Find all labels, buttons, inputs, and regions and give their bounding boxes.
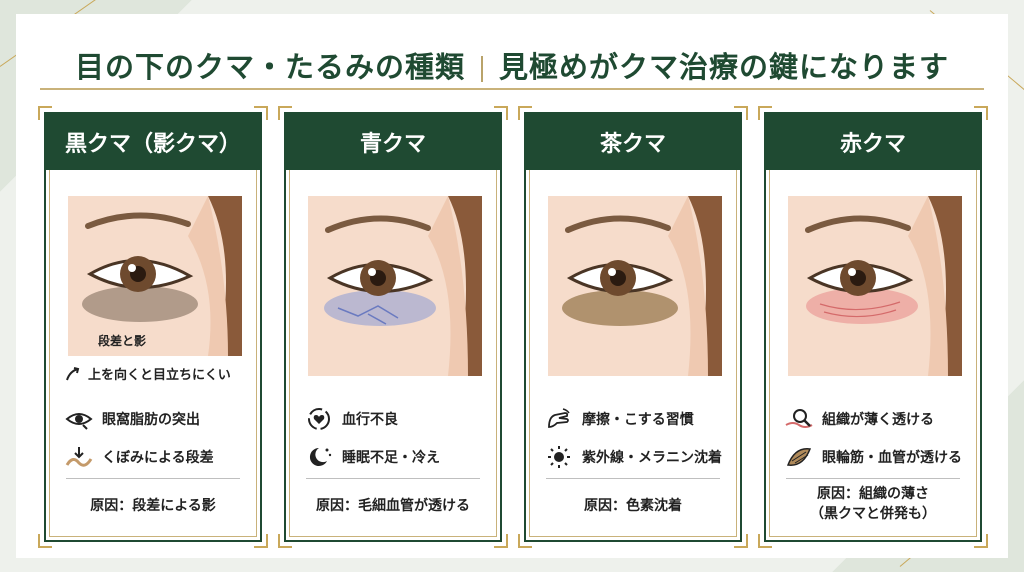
list-item: 眼窩脂肪の突出 [64,400,248,438]
card-corner [254,534,268,548]
card-items: 組織が薄く透ける 眼輪筋・血管が透ける [784,400,968,476]
card-corner [758,534,772,548]
item-label: 睡眠不足・冷え [342,450,440,466]
card-corner [734,534,748,548]
card-header: 茶クマ [526,114,740,170]
list-item: 摩擦・こする習慣 [544,400,728,438]
eye-drawing [788,196,962,376]
card-divider [546,478,720,479]
card-corner [494,534,508,548]
eye-bulge-icon [64,406,94,432]
card-brown-circles: 茶クマ 摩擦・こする習慣 紫外線・メラニン沈着 [518,106,748,548]
card-items: 血行不良 睡眠不足・冷え [304,400,488,476]
eye-drawing [68,196,242,356]
card-divider [66,478,240,479]
card-header: 青クマ [286,114,500,170]
eye-illustration [68,196,242,356]
list-item: 組織が薄く透ける [784,400,968,438]
annotation-step-shadow: 段差と影 [98,334,147,348]
eye-illustration [548,196,722,376]
sub-note: 上を向くと目立ちにくい [64,364,231,383]
list-item: 血行不良 [304,400,488,438]
card-corner [734,106,748,120]
title-right: 見極めがクマ治療の鍵になります [499,50,950,84]
card-header: 黒クマ（影クマ） [46,114,260,170]
item-label: 摩擦・こする習慣 [582,412,694,428]
card-corner [518,534,532,548]
sub-note-text: 上を向くと目立ちにくい [88,368,231,383]
moon-stars-icon [304,444,334,470]
title-separator [481,56,483,82]
card-cause: 原因：組織の薄さ （黒クマと併発も） [772,484,974,524]
list-item: 紫外線・メラニン沈着 [544,438,728,476]
magnifier-skin-icon [784,406,814,432]
card-red-circles: 赤クマ 組織が薄く透ける 眼輪筋・血管が透ける [758,106,988,548]
card-corner [974,106,988,120]
card-corner [974,534,988,548]
eye-drawing [308,196,482,376]
item-label: 紫外線・メラニン沈着 [582,450,722,466]
item-label: 血行不良 [342,412,398,428]
cause-text: 原因：組織の薄さ [817,486,929,502]
card-items: 摩擦・こする習慣 紫外線・メラニン沈着 [544,400,728,476]
card-corner [38,106,52,120]
title-left: 目の下のクマ・たるみの種類 [74,50,465,84]
item-label: 眼輪筋・血管が透ける [822,450,962,466]
sun-icon [544,444,574,470]
card-corner [518,106,532,120]
card-corner [278,106,292,120]
card-blue-circles: 青クマ 血行不良 睡眠不足・冷え [278,106,508,548]
card-corner [758,106,772,120]
item-label: 組織が薄く透ける [822,412,934,428]
card-divider [306,478,480,479]
card-items: 眼窩脂肪の突出 くぼみによる段差 [64,400,248,476]
eye-illustration [308,196,482,376]
card-cause: 原因：毛細血管が透ける [316,498,470,514]
card-corner [278,534,292,548]
card-corner [494,106,508,120]
card-divider [786,478,960,479]
item-label: 眼窩脂肪の突出 [102,412,200,428]
hollow-step-icon [64,444,94,470]
cause-subtext: （黒クマと併発も） [810,506,936,522]
hand-rub-icon [544,406,574,432]
heart-circulation-icon [304,406,334,432]
card-header: 赤クマ [766,114,980,170]
card-cause: 原因：色素沈着 [584,498,682,514]
list-item: 眼輪筋・血管が透ける [784,438,968,476]
item-label: くぼみによる段差 [102,450,214,466]
arrow-up-icon [66,366,80,380]
eye-illustration [788,196,962,376]
card-black-circles: 黒クマ（影クマ） 段差と影 上を向くと目立ちにくい 眼窩脂肪の突出 [38,106,268,548]
infographic-frame: 目の下のクマ・たるみの種類見極めがクマ治療の鍵になります 黒クマ（影クマ） 段差… [16,14,1008,558]
list-item: くぼみによる段差 [64,438,248,476]
card-corner [254,106,268,120]
list-item: 睡眠不足・冷え [304,438,488,476]
eye-drawing [548,196,722,376]
card-cause: 原因：段差による影 [90,498,216,514]
page-title: 目の下のクマ・たるみの種類見極めがクマ治療の鍵になります [16,44,1008,86]
title-rule [40,88,984,90]
card-corner [38,534,52,548]
muscle-fiber-icon [784,444,814,470]
